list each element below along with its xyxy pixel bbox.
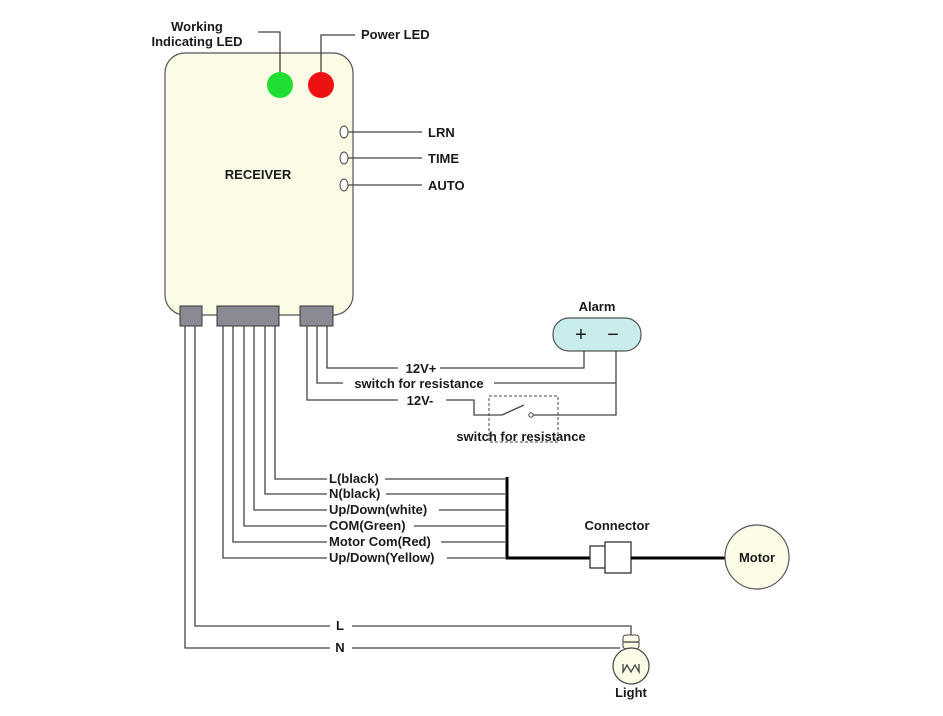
motor-label: Motor [739, 550, 775, 565]
alarm-title: Alarm [579, 299, 616, 314]
alarm-wire-12v-plus: 12V+ [406, 361, 437, 376]
motor-wiring: L(black) N(black) Up/Down(white) COM(Gre… [222, 326, 790, 590]
alarm-wire-12v-minus: 12V- [407, 393, 434, 408]
terminal-motor [216, 305, 280, 327]
working-led-label-line2: Indicating LED [152, 34, 243, 49]
receiver: RECEIVER Working Indicating LED Power LE… [152, 19, 465, 327]
terminal-light [179, 305, 203, 327]
resistance-switch-box[interactable] [488, 395, 559, 443]
lrn-button[interactable]: LRN [339, 125, 455, 140]
time-label: TIME [428, 151, 459, 166]
alarm-plus: + [575, 324, 587, 346]
power-led [308, 72, 334, 98]
motor-wire-l-black: L(black) [329, 471, 379, 486]
alarm-minus: − [607, 324, 619, 346]
motor-wire-updown-white: Up/Down(white) [329, 502, 427, 517]
power-led-label: Power LED [361, 27, 430, 42]
lrn-label: LRN [428, 125, 455, 140]
switch-contact [528, 412, 534, 418]
auto-label: AUTO [428, 178, 465, 193]
alarm-wire-switch: switch for resistance [354, 376, 483, 391]
motor-wire-motor-com-red: Motor Com(Red) [329, 534, 431, 549]
time-button[interactable]: TIME [339, 151, 459, 166]
connector [589, 541, 632, 574]
auto-button[interactable]: AUTO [339, 178, 465, 193]
alarm-section: Alarm + − 12V+ switch for resistance 12V… [306, 299, 642, 444]
light-bulb [612, 634, 650, 685]
working-led [267, 72, 293, 98]
connector-label: Connector [585, 518, 650, 533]
working-led-label-line1: Working [171, 19, 223, 34]
motor-wire-n-black: N(black) [329, 486, 380, 501]
light-label: Light [615, 685, 647, 700]
light-wire-l: L [336, 618, 344, 633]
motor-wire-com-green: COM(Green) [329, 518, 406, 533]
alarm-device [552, 317, 642, 352]
motor [724, 524, 790, 590]
terminal-alarm [299, 305, 334, 327]
motor-wire-updown-yellow: Up/Down(Yellow) [329, 550, 434, 565]
resistance-switch-label: switch for resistance [456, 429, 585, 444]
light-wiring: L N Light [184, 326, 650, 700]
receiver-title: RECEIVER [225, 167, 292, 182]
light-wire-n: N [335, 640, 344, 655]
